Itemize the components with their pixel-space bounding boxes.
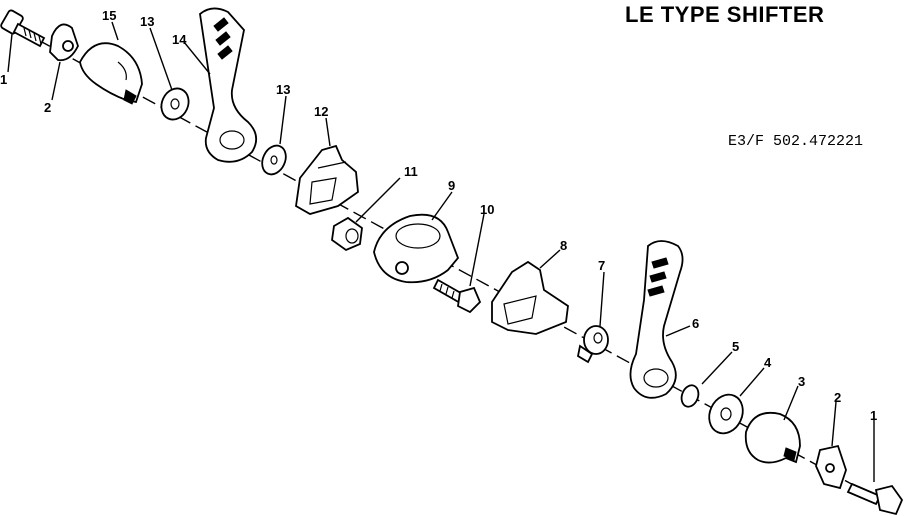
part-1-bolt-right [846,482,904,516]
part-1-bolt-left [0,9,46,48]
part-13-washer-right [261,144,287,176]
part-5-washer [680,384,700,408]
callout-2-right: 2 [834,390,841,405]
callout-10: 10 [480,202,494,217]
callout-7: 7 [598,258,605,273]
callout-5: 5 [732,339,739,354]
part-8-bracket [491,260,569,335]
callout-13-left: 13 [140,14,154,29]
reference-code: E3/F 502.472221 [728,133,864,150]
callout-4: 4 [764,355,772,370]
part-6-lever [629,240,684,399]
callout-6: 6 [692,316,699,331]
callout-15: 15 [102,8,116,23]
callout-1-right: 1 [870,408,877,423]
callout-1-left: 1 [0,72,7,87]
diagram-title: LE TYPE SHIFTER [625,2,825,27]
callout-13-right: 13 [276,82,290,97]
leader-lines [7,21,875,482]
callout-8: 8 [560,238,567,253]
part-10-bolt [432,278,482,314]
part-13-washer-left [160,87,190,121]
part-9-clamp [373,213,460,284]
part-7-bushing [576,325,609,364]
part-2-clip-right [815,444,847,490]
part-4-washer [708,393,744,435]
part-2-clip-left [49,23,79,62]
callout-11: 11 [404,164,418,179]
part-3-cap [744,411,801,464]
part-11-nut [331,216,363,252]
callout-3: 3 [798,374,805,389]
callout-2-left: 2 [44,100,51,115]
callout-9: 9 [448,178,455,193]
callout-12: 12 [314,104,328,119]
part-14-lever [199,7,258,163]
part-15-cap [79,42,143,105]
part-12-bracket [295,144,359,215]
callout-14: 14 [172,32,187,47]
